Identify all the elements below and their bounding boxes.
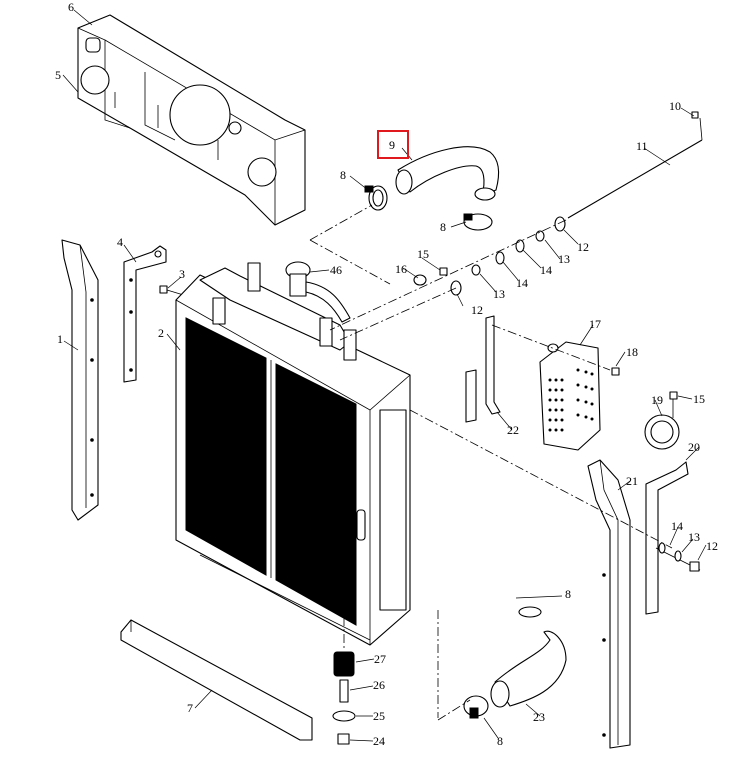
part-1-left-guard <box>61 239 99 521</box>
callout-23[interactable]: 23 <box>533 710 545 724</box>
callout-4[interactable]: 4 <box>117 235 123 249</box>
part-7-beam <box>120 619 313 741</box>
part-23-lower-hose <box>437 606 567 721</box>
part-24-27-mount-stack <box>332 600 356 745</box>
callout-14-c[interactable]: 14 <box>671 519 683 533</box>
callout-12-b[interactable]: 12 <box>471 303 483 317</box>
callout-24[interactable]: 24 <box>373 734 385 748</box>
callout-26[interactable]: 26 <box>373 678 385 692</box>
part-5-6-shroud-block <box>77 14 306 226</box>
callout-labels: 1 2 3 4 5 6 7 8 8 8 8 9 10 11 12 12 12 1… <box>55 0 718 748</box>
callout-5[interactable]: 5 <box>55 68 61 82</box>
callout-46[interactable]: 46 <box>330 263 342 277</box>
callout-10[interactable]: 10 <box>669 99 681 113</box>
part-15-bolt-right <box>669 391 678 418</box>
callout-20[interactable]: 20 <box>688 440 700 454</box>
callout-14-a[interactable]: 14 <box>540 263 552 277</box>
callout-15-b[interactable]: 15 <box>693 392 705 406</box>
callout-12-a[interactable]: 12 <box>577 240 589 254</box>
callout-12-c[interactable]: 12 <box>706 539 718 553</box>
callout-6[interactable]: 6 <box>68 0 74 14</box>
part-2-radiator <box>175 262 411 646</box>
callout-8-upper-right[interactable]: 8 <box>440 220 446 234</box>
callout-9[interactable]: 9 <box>389 138 395 152</box>
highlight-box-callout-9 <box>377 130 409 159</box>
part-12-14-right-fasteners <box>655 542 701 572</box>
leader-lines <box>62 9 707 742</box>
centre-lines <box>309 204 673 718</box>
part-21-right-guard <box>587 459 631 749</box>
callout-13-a[interactable]: 13 <box>558 252 570 266</box>
callout-14-b[interactable]: 14 <box>516 276 528 290</box>
part-18-bolt <box>611 367 620 376</box>
callout-25[interactable]: 25 <box>373 709 385 723</box>
callout-7[interactable]: 7 <box>187 701 193 715</box>
callout-8-lower-left[interactable]: 8 <box>497 734 503 748</box>
callout-21[interactable]: 21 <box>626 474 638 488</box>
part-46-radiator-cap <box>285 261 351 323</box>
part-17-expansion-tank <box>539 341 601 451</box>
callout-13-c[interactable]: 13 <box>688 530 700 544</box>
callout-27[interactable]: 27 <box>374 652 386 666</box>
part-9-upper-hose <box>395 146 500 201</box>
callout-22[interactable]: 22 <box>507 423 519 437</box>
part-8-clamps <box>364 185 493 231</box>
callout-18[interactable]: 18 <box>626 345 638 359</box>
callout-19[interactable]: 19 <box>651 393 663 407</box>
callout-2[interactable]: 2 <box>158 326 164 340</box>
callout-13-b[interactable]: 13 <box>493 287 505 301</box>
callout-17[interactable]: 17 <box>589 317 601 331</box>
part-19-clamp-ring <box>644 414 680 450</box>
part-20-right-bracket <box>645 461 689 615</box>
callout-8-upper-left[interactable]: 8 <box>340 168 346 182</box>
callout-3[interactable]: 3 <box>179 267 185 281</box>
part-22-bracket <box>465 315 501 423</box>
part-10-11-rod <box>567 111 703 219</box>
callout-15-a[interactable]: 15 <box>417 247 429 261</box>
part-4-bracket <box>123 245 167 383</box>
callout-8-lower-right[interactable]: 8 <box>565 587 571 601</box>
callout-1[interactable]: 1 <box>57 332 63 346</box>
callout-16[interactable]: 16 <box>395 262 407 276</box>
callout-11[interactable]: 11 <box>636 139 648 153</box>
part-12-16-fasteners <box>309 216 567 341</box>
